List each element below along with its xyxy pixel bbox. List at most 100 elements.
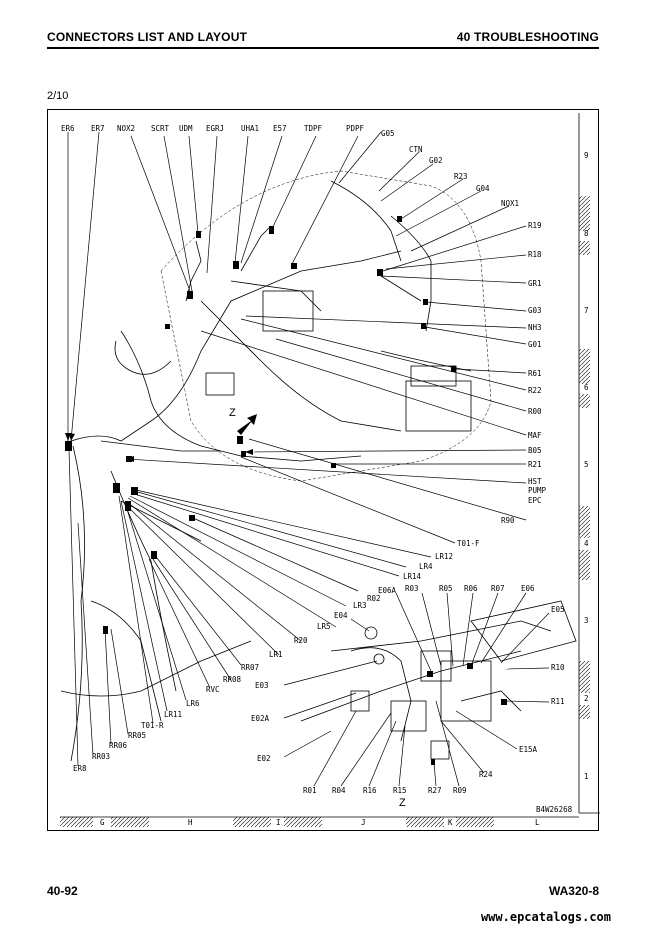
header-chapter-title: 40 TROUBLESHOOTING <box>456 30 599 44</box>
label-g03: G03 <box>528 306 542 315</box>
grid-row-label: 9 <box>584 151 589 160</box>
label-ctn: CTN <box>409 145 423 154</box>
grid-row-label: 8 <box>584 229 589 238</box>
label-scrt: SCRT <box>151 124 170 133</box>
grid-column-label: I <box>276 818 281 827</box>
leader-lines <box>67 131 550 787</box>
grid-row-label: 3 <box>584 616 589 625</box>
label-lr6: LR6 <box>186 699 200 708</box>
label-maf: MAF <box>528 431 542 440</box>
label-rr05: RR05 <box>128 731 146 740</box>
label-r18: R18 <box>528 250 542 259</box>
label-r00: R00 <box>528 407 542 416</box>
label-lr12: LR12 <box>435 552 453 561</box>
label-egrj: EGRJ <box>206 124 224 133</box>
label-lr5: LR5 <box>317 622 331 631</box>
view-mark: Z <box>229 407 236 419</box>
grid-column-label: K <box>448 818 453 827</box>
label-hst: HST <box>528 477 542 486</box>
label-e03: E03 <box>255 681 269 690</box>
label-lr1: LR1 <box>269 650 283 659</box>
label-g02: G02 <box>429 156 443 165</box>
label-r22: R22 <box>528 386 542 395</box>
header-rule <box>47 47 599 49</box>
connector-layout-diagram: 9 8 7 6 5 4 3 2 1 G H I J K L <box>60 113 600 827</box>
label-e05: E05 <box>551 605 565 614</box>
label-gr1: GR1 <box>528 279 542 288</box>
label-lr3: LR3 <box>353 601 367 610</box>
arrowheads <box>65 433 253 462</box>
label-pump: PUMP <box>528 486 547 495</box>
view-arrow-z: Z Z <box>229 407 406 809</box>
label-g05: G05 <box>381 129 395 138</box>
label-lr4: LR4 <box>419 562 433 571</box>
label-r05: R05 <box>439 584 453 593</box>
label-g01: G01 <box>528 340 542 349</box>
label-pdpf: PDPF <box>346 124 365 133</box>
header-section-title: CONNECTORS LIST AND LAYOUT <box>47 30 248 44</box>
label-er7: ER7 <box>91 124 105 133</box>
label-rr03: RR03 <box>92 752 110 761</box>
grid-column-label: H <box>188 818 193 827</box>
label-r24: R24 <box>479 770 493 779</box>
label-r02: R02 <box>367 594 381 603</box>
page-index: 2/10 <box>47 90 69 102</box>
label-t01r: T01-R <box>141 721 164 730</box>
figure-id: B4W26268 <box>536 805 573 814</box>
label-r01: R01 <box>303 786 317 795</box>
label-r16: R16 <box>363 786 377 795</box>
label-rr06: RR06 <box>109 741 128 750</box>
label-e06a: E06A <box>378 586 397 595</box>
label-tdpf: TDPF <box>304 124 323 133</box>
grid-column-row: G H I J K L <box>60 816 579 827</box>
grid-row-label: 6 <box>584 383 589 392</box>
label-e06: E06 <box>521 584 535 593</box>
view-mark: Z <box>399 797 406 809</box>
label-r15: R15 <box>393 786 407 795</box>
label-e02a: E02A <box>251 714 270 723</box>
label-lr14: LR14 <box>403 572 422 581</box>
label-rr08: RR08 <box>223 675 242 684</box>
label-r19: R19 <box>528 221 542 230</box>
label-er6: ER6 <box>61 124 75 133</box>
label-r90: R90 <box>501 516 515 525</box>
model-name: WA320-8 <box>548 884 599 898</box>
grid-row-label: 5 <box>584 460 589 469</box>
label-r04: R04 <box>332 786 346 795</box>
label-udm: UDM <box>179 124 193 133</box>
label-b05: B05 <box>528 446 542 455</box>
label-e57: E57 <box>273 124 287 133</box>
grid-column-label: L <box>535 818 540 827</box>
grid-column-label: G <box>100 818 105 827</box>
grid-row-label: 7 <box>584 306 589 315</box>
label-nox1: NOX1 <box>501 199 519 208</box>
label-e04: E04 <box>334 611 348 620</box>
grid-column-label: J <box>361 818 366 827</box>
grid-row-label: 2 <box>584 694 589 703</box>
label-g04: G04 <box>476 184 490 193</box>
label-nh3: NH3 <box>528 323 542 332</box>
grid-row-column: 9 8 7 6 5 4 3 2 1 <box>578 113 600 814</box>
label-r23: R23 <box>454 172 468 181</box>
label-uha1: UHA1 <box>241 124 259 133</box>
label-t01f: T01-F <box>457 539 480 548</box>
label-lr11: LR11 <box>164 710 182 719</box>
connector-labels: ER6 ER7 NOX2 SCRT UDM EGRJ UHA1 E57 TDPF… <box>61 124 573 814</box>
label-r03: R03 <box>405 584 419 593</box>
label-er8: ER8 <box>73 764 87 773</box>
label-nox2: NOX2 <box>117 124 135 133</box>
label-r21: R21 <box>528 460 542 469</box>
label-r07: R07 <box>491 584 505 593</box>
label-r20: R20 <box>294 636 308 645</box>
label-rr07: RR07 <box>241 663 259 672</box>
label-r06: R06 <box>464 584 478 593</box>
watermark: www.epcatalogs.com <box>480 910 611 924</box>
label-epc: EPC <box>528 496 542 505</box>
page-number: 40-92 <box>47 884 78 898</box>
grid-row-label: 1 <box>584 772 589 781</box>
label-r27: R27 <box>428 786 442 795</box>
harness-drawing <box>60 170 577 762</box>
label-r10: R10 <box>551 663 565 672</box>
label-r11: R11 <box>551 697 565 706</box>
label-e15a: E15A <box>519 745 538 754</box>
